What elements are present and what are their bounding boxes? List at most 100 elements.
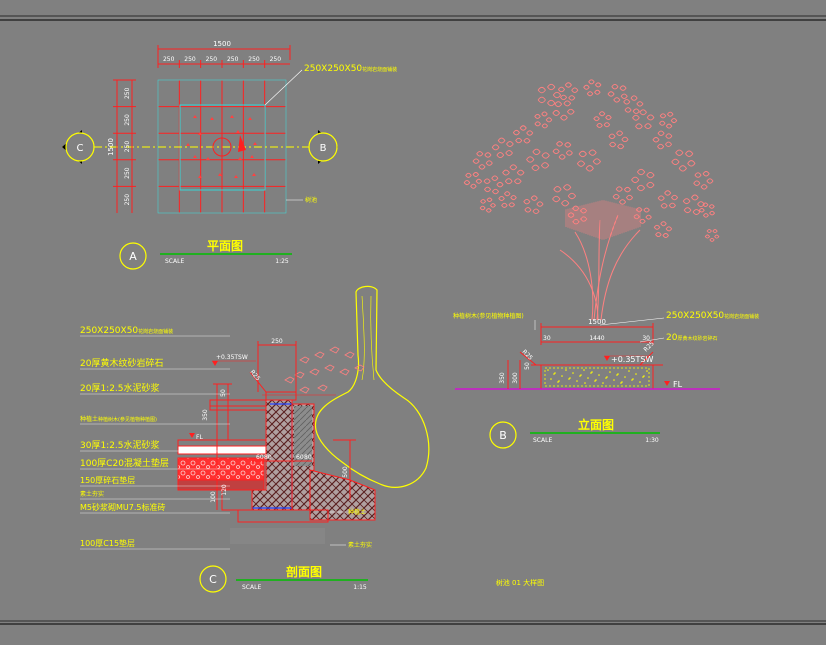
sec-dim-v-50: 50 <box>220 389 227 397</box>
tree-canopy <box>463 79 720 242</box>
canopy-leaf <box>678 165 687 172</box>
section-label-4: 30厚1:2.5水泥砂浆 <box>80 439 160 451</box>
soil-dot <box>598 374 600 376</box>
soil-dot <box>613 379 615 381</box>
canopy-leaf <box>644 123 652 130</box>
plan-marker-right-letter: B <box>320 143 327 154</box>
plan-row-dim-label: 250 <box>124 194 131 206</box>
canopy-leaf <box>698 208 705 213</box>
plan-pebble <box>186 143 190 146</box>
canopy-leaf <box>513 178 522 185</box>
canopy-leaf <box>583 84 590 90</box>
canopy-leaf <box>463 180 471 186</box>
soil-dot <box>561 375 563 377</box>
canopy-leaf <box>586 91 594 97</box>
canopy-leaf <box>665 226 673 232</box>
elev-vdim-top: 50 <box>524 362 531 370</box>
elev-dim-right: 30 <box>642 335 650 342</box>
canopy-leaf <box>580 208 588 214</box>
soil-dot <box>547 369 549 371</box>
canopy-leaf <box>572 205 580 212</box>
plan-pebble <box>210 117 214 120</box>
canopy-leaf <box>491 188 500 195</box>
canopy-leaf <box>536 201 544 207</box>
elev-fl-mark: FL <box>673 380 683 389</box>
soil-dot <box>616 374 618 376</box>
plan-marker-left[interactable]: C <box>62 130 95 164</box>
soil-dot <box>568 378 570 380</box>
trunk-hatch <box>565 200 641 240</box>
canopy-leaf <box>700 184 708 190</box>
canopy-leaf <box>578 150 587 158</box>
soil-dot <box>569 377 571 379</box>
canopy-leaf <box>694 172 702 178</box>
sec-dim-h-c: 60 <box>296 454 304 461</box>
canopy-leaf <box>714 234 720 239</box>
soil-dot <box>631 379 633 381</box>
elev-vdim-outer: 350 <box>499 372 506 384</box>
canopy-leaf <box>607 91 615 97</box>
canopy-leaf <box>666 111 674 117</box>
canopy-leaf <box>603 122 611 128</box>
section-label-9: 100厚C15垫层 <box>80 538 135 548</box>
section-view: 250 R25 +0.35TSW FL 350 50 100 120 500 6… <box>80 285 430 593</box>
canopy-leaf <box>611 84 619 90</box>
canopy-leaf <box>617 143 625 150</box>
canopy-leaf <box>665 133 673 139</box>
section-foliage-leaf <box>294 371 305 379</box>
canopy-leaf <box>594 89 601 95</box>
canopy-leaf <box>675 149 684 156</box>
elev-soil-dots <box>547 369 648 384</box>
sec-fl-mark: FL <box>196 434 203 441</box>
canopy-leaf <box>563 100 572 107</box>
canopy-leaf <box>476 151 484 157</box>
sec-dim-top: 250 <box>271 338 283 345</box>
sec-dim-h-d: 80 <box>304 454 312 461</box>
canopy-leaf <box>515 137 523 144</box>
canopy-leaf <box>547 99 556 107</box>
elev-planter-box <box>540 364 654 390</box>
soil-dot <box>587 377 589 379</box>
canopy-leaf <box>541 152 550 159</box>
soil-dot <box>624 376 626 378</box>
plan-marker-right[interactable]: B <box>308 130 338 164</box>
canopy-leaf <box>668 202 676 209</box>
canopy-leaf <box>585 165 594 172</box>
canopy-leaf <box>526 130 534 136</box>
canopy-leaf <box>645 214 652 220</box>
canopy-leaf <box>560 114 568 121</box>
soil-dot <box>553 373 555 375</box>
canopy-leaf <box>596 122 603 128</box>
section-gravel <box>177 479 265 491</box>
section-foliage-leaf <box>299 356 310 364</box>
canopy-leaf <box>687 160 696 167</box>
elev-title-letter: B <box>499 429 507 442</box>
canopy-leaf <box>704 234 711 239</box>
plan-row-dim-label: 250 <box>124 167 131 179</box>
plan-pebble <box>252 173 256 176</box>
canopy-leaf <box>685 150 694 157</box>
canopy-leaf <box>558 154 566 160</box>
section-foliage <box>284 346 365 394</box>
soil-dot <box>609 371 611 373</box>
canopy-leaf <box>670 118 678 124</box>
canopy-leaf <box>566 108 575 115</box>
canopy-leaf <box>576 160 586 167</box>
canopy-leaf <box>588 79 595 85</box>
canopy-leaf <box>516 169 525 176</box>
section-foliage-leaf <box>299 386 310 394</box>
canopy-leaf <box>501 202 508 208</box>
plan-col-dim-label: 250 <box>206 56 218 63</box>
canopy-leaf <box>483 178 491 184</box>
plan-row-dim-label: 250 <box>124 87 131 99</box>
canopy-leaf <box>662 233 669 238</box>
canopy-leaf <box>632 114 640 121</box>
canopy-leaf <box>502 169 510 176</box>
soil-dot <box>550 378 552 380</box>
soil-dot <box>602 382 604 384</box>
canopy-leaf <box>567 212 575 218</box>
